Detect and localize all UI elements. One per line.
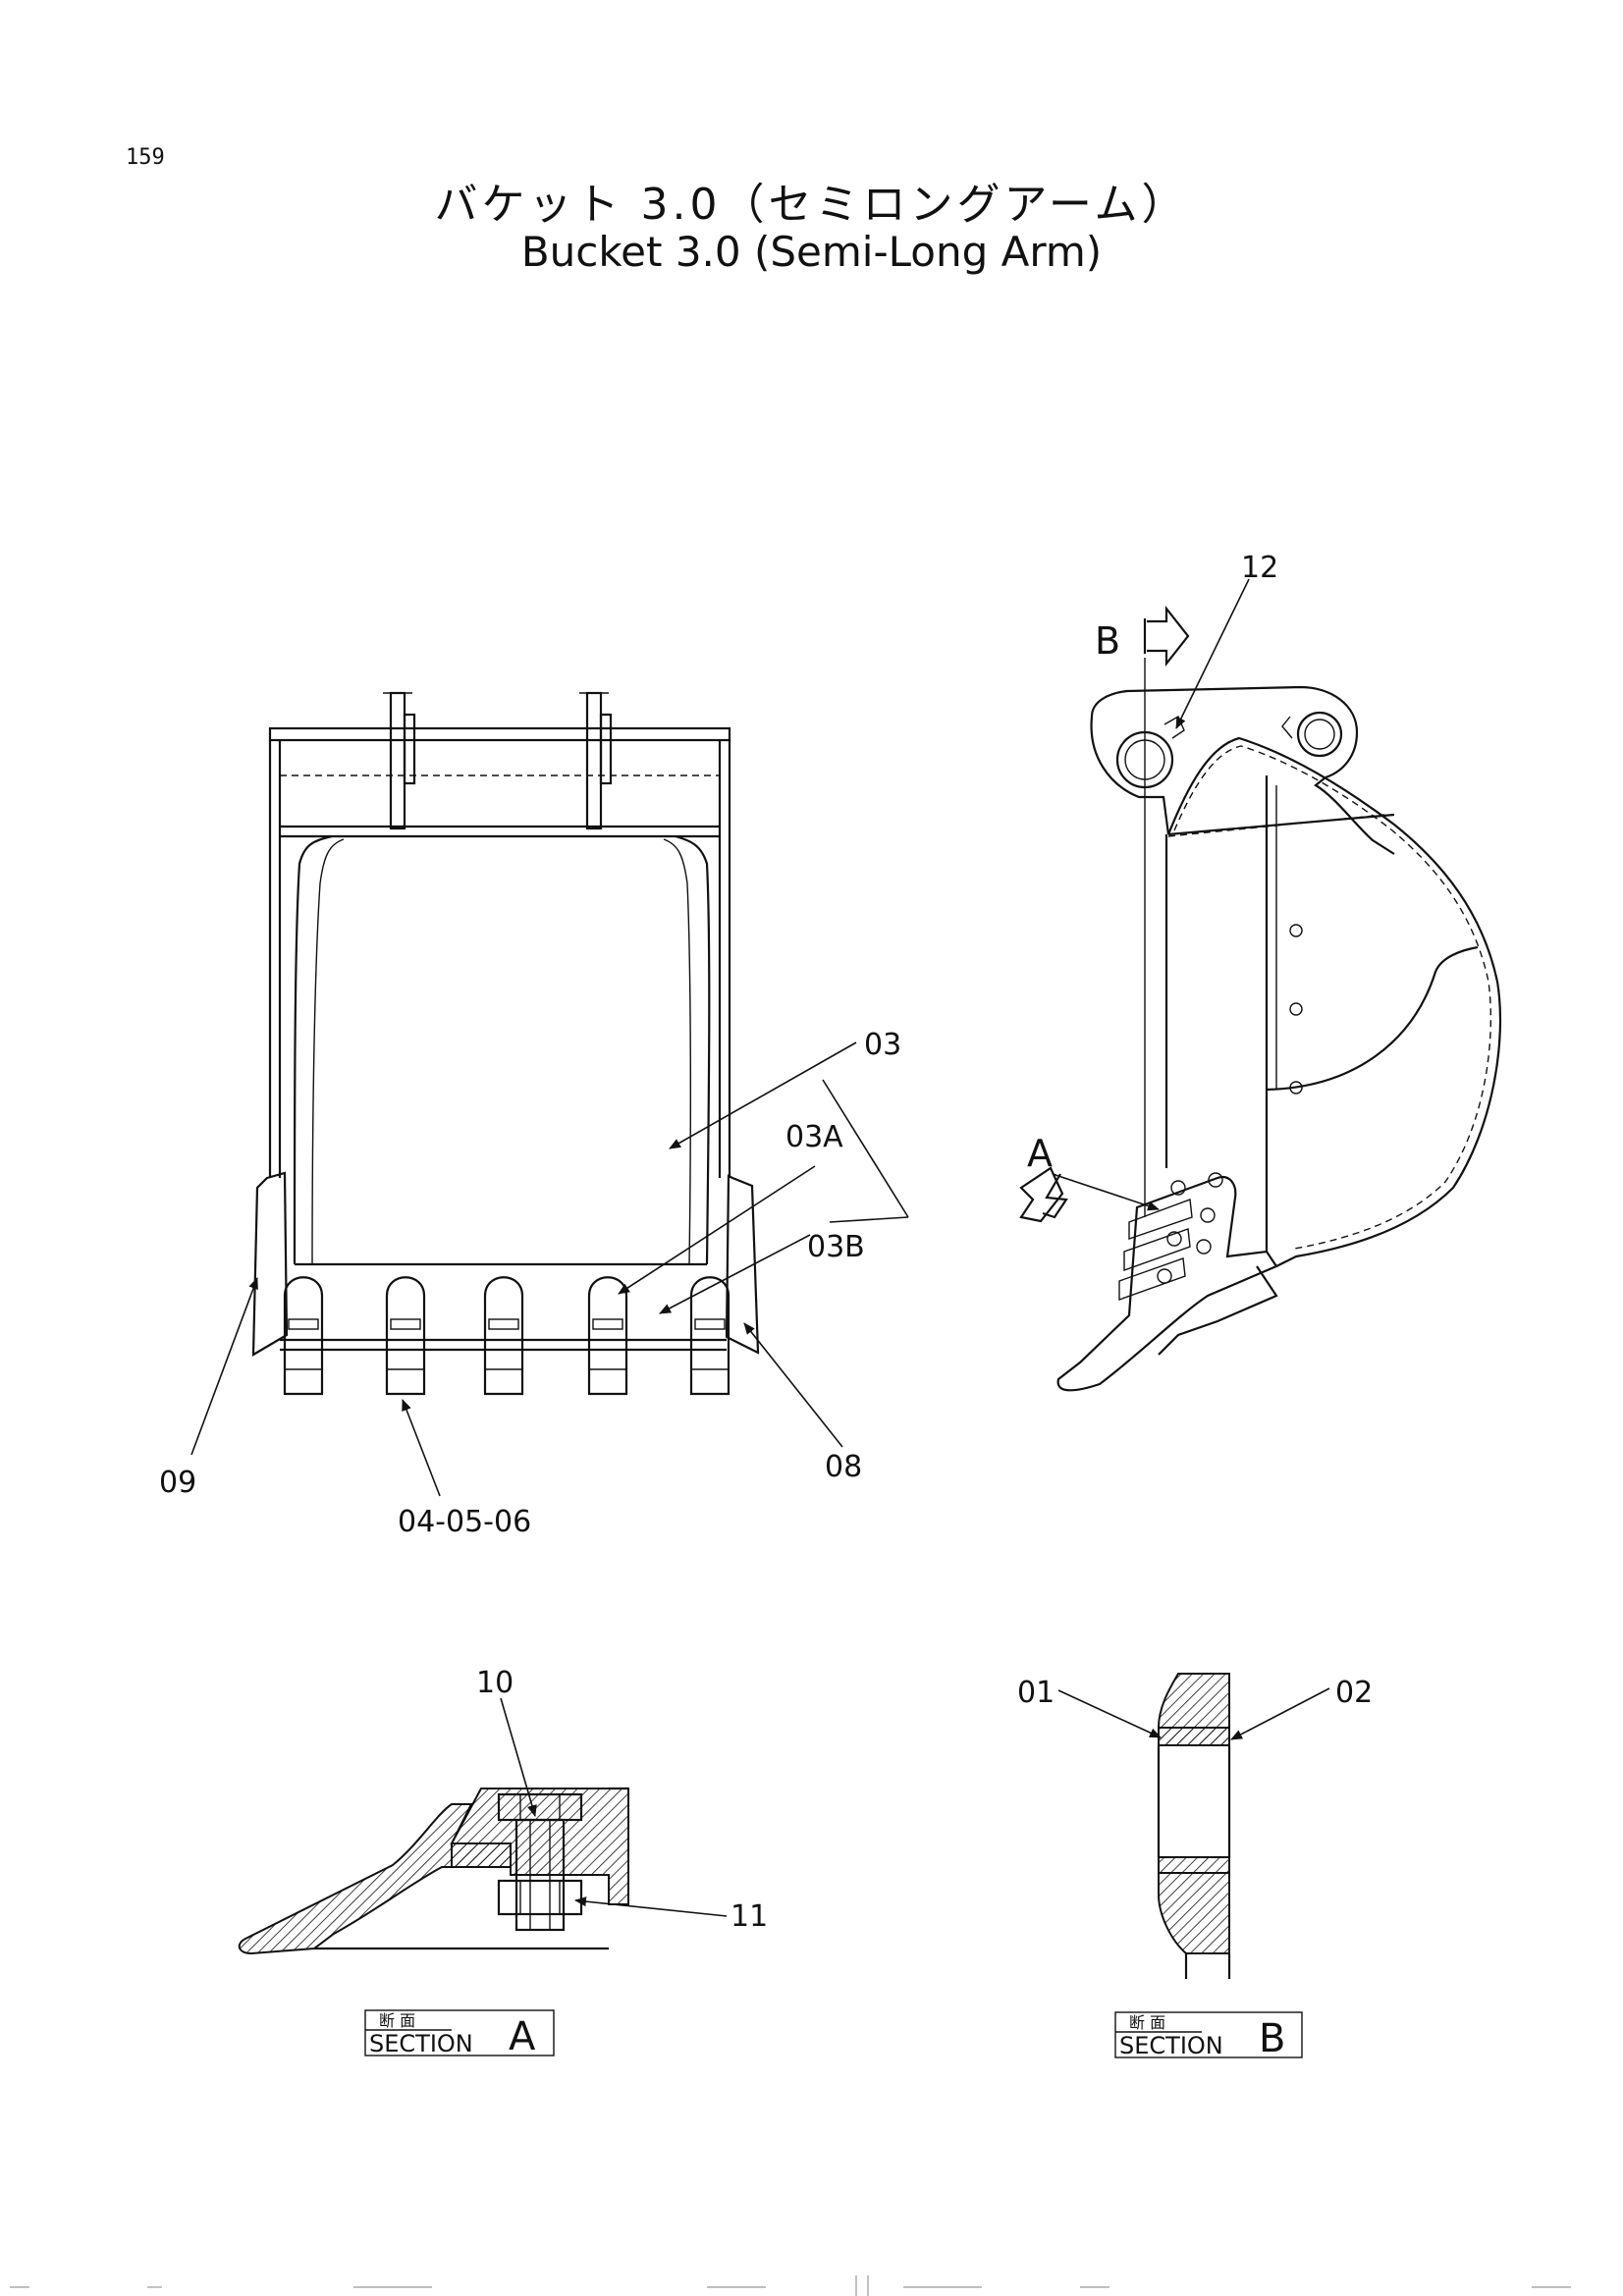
section-b-leaders (1057, 1687, 1330, 1740)
section-a-drawing (238, 1787, 629, 1955)
label-04-05-06: 04-05-06 (398, 1505, 531, 1539)
section-b-caption-en: SECTION (1119, 2032, 1223, 2059)
front-view-callouts: 03 03A 03B 09 08 04-05-06 (159, 1028, 901, 1539)
label-03b: 03B (807, 1230, 865, 1264)
section-a-caption-letter: A (509, 2014, 536, 2059)
page-number: 159 (126, 145, 165, 170)
section-a-caption-jp: 断 面 (379, 2011, 415, 2030)
title-japanese: バケット 3.0（セミロングアーム） (434, 180, 1189, 230)
front-view-leaders (190, 1041, 909, 1497)
section-b-caption: 断 面 SECTION B (1114, 2011, 1303, 2061)
label-09: 09 (159, 1466, 196, 1500)
side-view-leaders (1052, 578, 1250, 1211)
section-a-caption: 断 面 SECTION A (364, 2009, 555, 2059)
section-marker-b: B (1095, 619, 1120, 663)
section-a-caption-en: SECTION (369, 2030, 473, 2057)
label-11: 11 (730, 1899, 768, 1934)
section-a-callouts: 10 11 (476, 1666, 768, 1934)
section-b-callouts: 01 02 (1017, 1676, 1373, 1710)
label-08: 08 (825, 1450, 862, 1484)
title-english: Bucket 3.0 (Semi-Long Arm) (520, 228, 1103, 276)
scan-artifacts (10, 2275, 1571, 2296)
side-view-bucket (1019, 605, 1502, 1392)
label-03: 03 (864, 1028, 901, 1062)
label-01: 01 (1017, 1676, 1055, 1710)
label-02: 02 (1335, 1676, 1373, 1710)
section-b-caption-jp: 断 面 (1129, 2013, 1165, 2032)
label-03a: 03A (785, 1120, 843, 1154)
section-a-leaders (500, 1697, 728, 1917)
section-b-drawing (1157, 1673, 1231, 1979)
bucket-teeth (283, 1276, 730, 1396)
front-view-bucket (251, 691, 760, 1396)
side-view-callouts: 12 B A (1027, 551, 1278, 1175)
label-12: 12 (1241, 551, 1278, 585)
section-b-caption-letter: B (1259, 2016, 1285, 2061)
label-10: 10 (476, 1666, 514, 1700)
section-marker-a: A (1027, 1132, 1053, 1175)
